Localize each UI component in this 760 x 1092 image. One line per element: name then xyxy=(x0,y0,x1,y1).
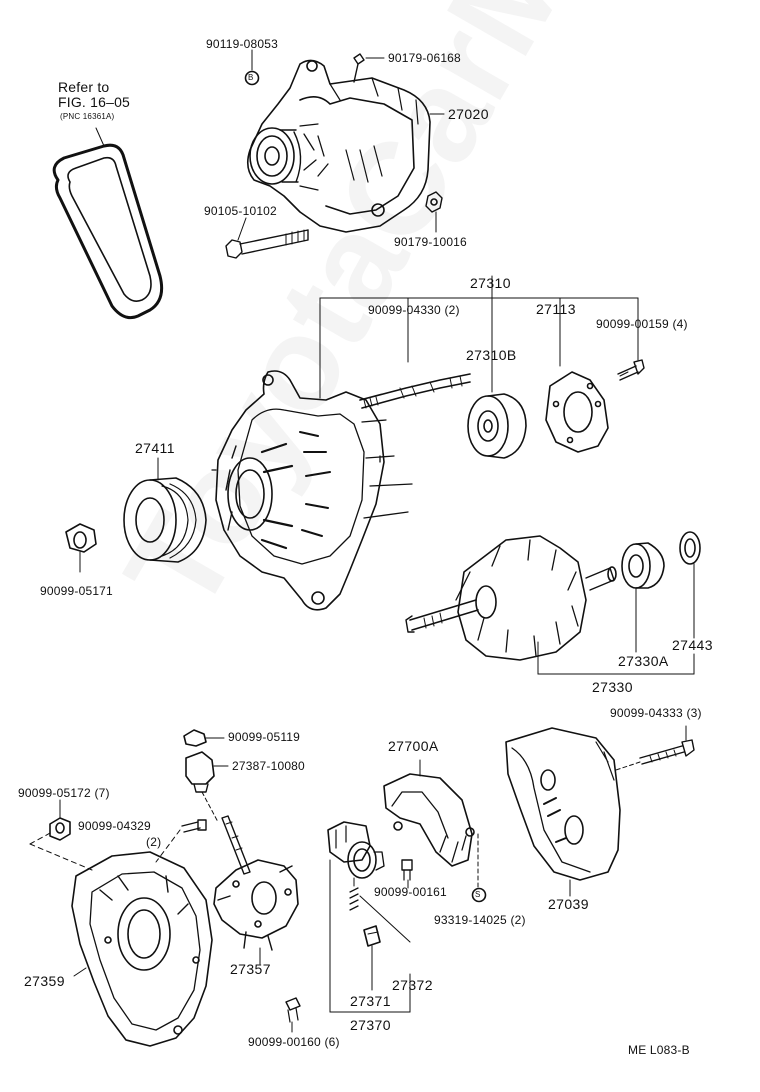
label-27443: 27443 xyxy=(672,637,713,653)
pulley-27411 xyxy=(123,457,207,563)
marker-s: S xyxy=(475,890,481,899)
assembly-dashed-lines xyxy=(29,829,181,871)
label-27039: 27039 xyxy=(548,896,589,912)
screw-90099-00161 xyxy=(401,859,413,881)
nut-90099-05119 xyxy=(183,729,225,747)
bolt-90099-04333 xyxy=(615,725,695,771)
screw-90099-00160 xyxy=(285,997,301,1033)
brush-holder-27370 xyxy=(327,821,385,947)
rectifier-holder-27357 xyxy=(213,815,299,965)
retainer-plate-27113 xyxy=(545,371,609,453)
drive-end-frame xyxy=(211,370,413,611)
label-90179-10016: 90179-10016 xyxy=(394,235,467,249)
leader-lines-regulator xyxy=(407,759,479,889)
label-90099-00161: 90099-00161 xyxy=(374,885,447,899)
bearing-27310b xyxy=(467,393,527,459)
bolt-90099-04329 xyxy=(181,819,207,833)
rear-cover-27039 xyxy=(505,727,621,897)
cover-27443 xyxy=(679,531,701,565)
label-27387-10080: 27387-10080 xyxy=(232,759,305,773)
b-marker xyxy=(244,70,260,86)
through-bolt-90099-04330 xyxy=(359,373,471,409)
rear-end-frame-27359 xyxy=(71,851,213,1047)
bearing-27330a xyxy=(621,542,665,589)
drawing-code: ME L083-B xyxy=(628,1043,690,1057)
reference-note-line2: FIG. 16–05 xyxy=(58,94,131,110)
marker-b: B xyxy=(248,73,254,82)
label-27330: 27330 xyxy=(592,679,633,695)
label-93319-14025: 93319-14025 (2) xyxy=(434,913,526,927)
label-90105-10102: 90105-10102 xyxy=(204,204,277,218)
label-27411: 27411 xyxy=(135,440,175,456)
nut-90099-05172 xyxy=(49,799,71,841)
nut-90099-05171 xyxy=(65,523,97,573)
label-90099-04330: 90099-04330 (2) xyxy=(368,303,460,317)
reference-note-line3: (PNC 16361A) xyxy=(60,112,115,121)
label-27020: 27020 xyxy=(448,106,489,122)
regulator-27700a xyxy=(383,773,475,867)
screw-90099-00159 xyxy=(617,359,645,381)
label-90119-08053: 90119-08053 xyxy=(206,37,279,51)
label-27700a: 27700A xyxy=(388,738,439,754)
reference-note-line1: Refer to xyxy=(58,79,110,95)
rotor-27330 xyxy=(405,535,617,661)
v-belt xyxy=(52,127,164,320)
label-27310: 27310 xyxy=(470,275,511,291)
label-90099-05172: 90099-05172 (7) xyxy=(18,786,110,800)
alternator-assembly-top xyxy=(225,53,443,259)
label-90099-05119: 90099-05119 xyxy=(228,730,301,744)
label-90099-05171: 90099-05171 xyxy=(40,584,113,598)
label-27330a: 27330A xyxy=(618,653,669,669)
leader-bracket-27370 xyxy=(329,859,411,1013)
label-90099-04333: 90099-04333 (3) xyxy=(610,706,702,720)
label-90179-06168: 90179-06168 xyxy=(388,51,461,65)
s-marker xyxy=(471,887,487,903)
label-27310b: 27310B xyxy=(466,347,517,363)
label-27357: 27357 xyxy=(230,961,271,977)
label-90099-04329-qty: (2) xyxy=(146,835,162,849)
leader-bracket-27310 xyxy=(319,275,639,399)
leader-lines-misc xyxy=(73,371,629,977)
label-27359: 27359 xyxy=(24,973,65,989)
label-27372: 27372 xyxy=(392,977,433,993)
label-27113: 27113 xyxy=(536,301,576,317)
label-27370: 27370 xyxy=(350,1017,391,1033)
leader-bracket-27330 xyxy=(537,563,695,675)
label-90099-04329: 90099-04329 xyxy=(78,819,151,833)
bush-27387-10080 xyxy=(185,751,229,823)
label-90099-00160: 90099-00160 (6) xyxy=(248,1035,340,1049)
label-27371: 27371 xyxy=(350,993,391,1009)
leader-lines-top xyxy=(237,49,445,241)
label-90099-00159: 90099-00159 (4) xyxy=(596,317,688,331)
